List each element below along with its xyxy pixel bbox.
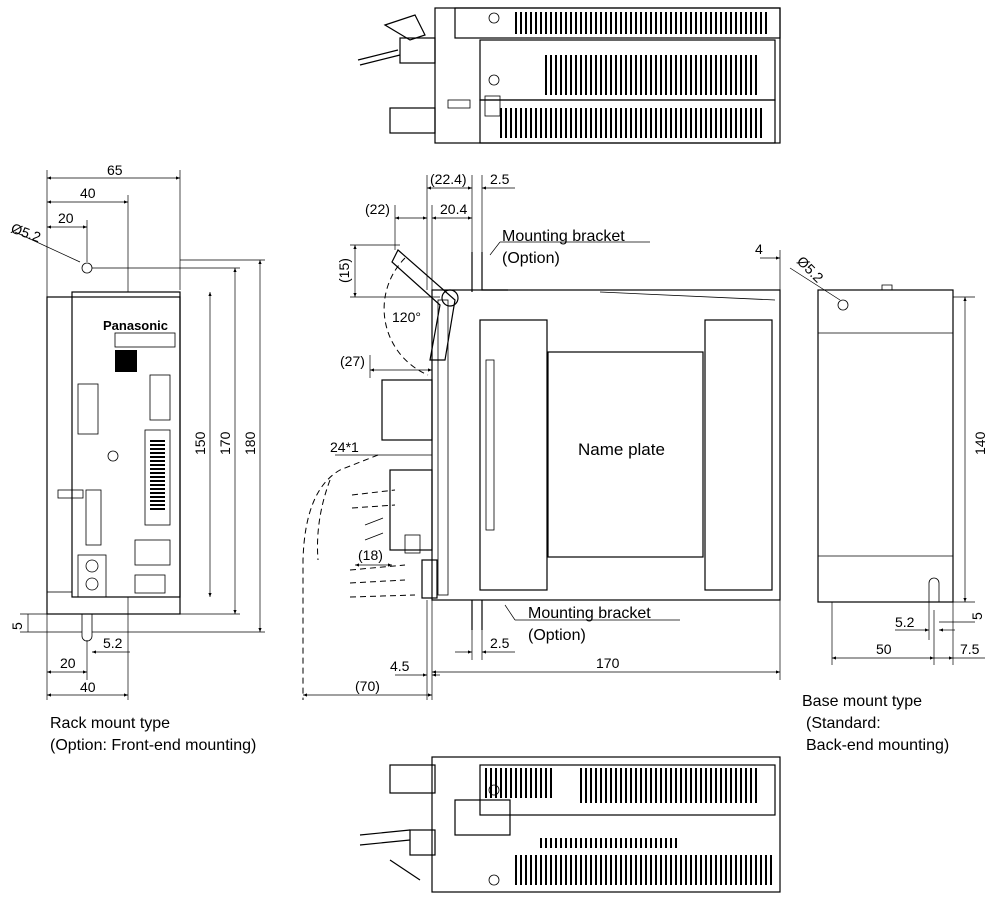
dim-rack-170: 170: [217, 431, 233, 455]
dim-side-22-4: (22.4): [430, 171, 467, 187]
name-plate-label: Name plate: [578, 440, 665, 459]
bracket-callout-top: Mounting bracket (Option): [502, 228, 625, 267]
dim-side-170: 170: [596, 655, 620, 671]
base-view: [817, 284, 954, 603]
dim-side-70: (70): [355, 678, 380, 694]
rack-view: Panasonic: [46, 262, 181, 642]
dim-side-27: (27): [340, 353, 365, 369]
dim-rack-150: 150: [192, 431, 208, 455]
side-view: [302, 249, 781, 700]
dim-base-140: 140: [972, 431, 988, 455]
brand-logo: Panasonic: [103, 318, 168, 333]
rack-mount-caption: Rack mount type (Option: Front-end mount…: [50, 715, 257, 754]
dim-side-2-5-top: 2.5: [490, 171, 510, 187]
dim-side-22: (22): [365, 201, 390, 217]
dim-rack-20: 20: [58, 210, 74, 226]
dim-rack-hole: Ø5.2: [9, 220, 43, 245]
bottom-view: [359, 756, 781, 893]
dim-side-15: (15): [336, 258, 352, 283]
dimension-lines: [14, 170, 985, 700]
dim-rack-5: 5: [9, 622, 25, 630]
dim-rack-180: 180: [242, 431, 258, 455]
dim-side-20-4: 20.4: [440, 201, 467, 217]
dim-rack-5-2: 5.2: [103, 635, 123, 651]
dim-base-5-2: 5.2: [895, 614, 915, 630]
top-view: [357, 7, 781, 144]
dim-base-50: 50: [876, 641, 892, 657]
dim-rack-bottom-20: 20: [60, 655, 76, 671]
bracket-callout-bottom: Mounting bracket (Option): [528, 605, 651, 644]
base-mount-caption: Base mount type (Standard: Back-end moun…: [802, 693, 950, 754]
dim-side-24: 24*1: [330, 439, 359, 455]
dim-side-angle: 120°: [392, 309, 421, 325]
dim-rack-40: 40: [80, 185, 96, 201]
dim-side-4-5: 4.5: [390, 658, 410, 674]
dim-side-2-5-bottom: 2.5: [490, 635, 510, 651]
dim-rack-bottom-40: 40: [80, 679, 96, 695]
dim-rack-65: 65: [107, 162, 123, 178]
dim-side-18: (18): [358, 547, 383, 563]
dim-base-7-5: 7.5: [960, 641, 980, 657]
dim-base-5: 5: [969, 612, 985, 620]
dim-base-4: 4: [755, 241, 763, 257]
